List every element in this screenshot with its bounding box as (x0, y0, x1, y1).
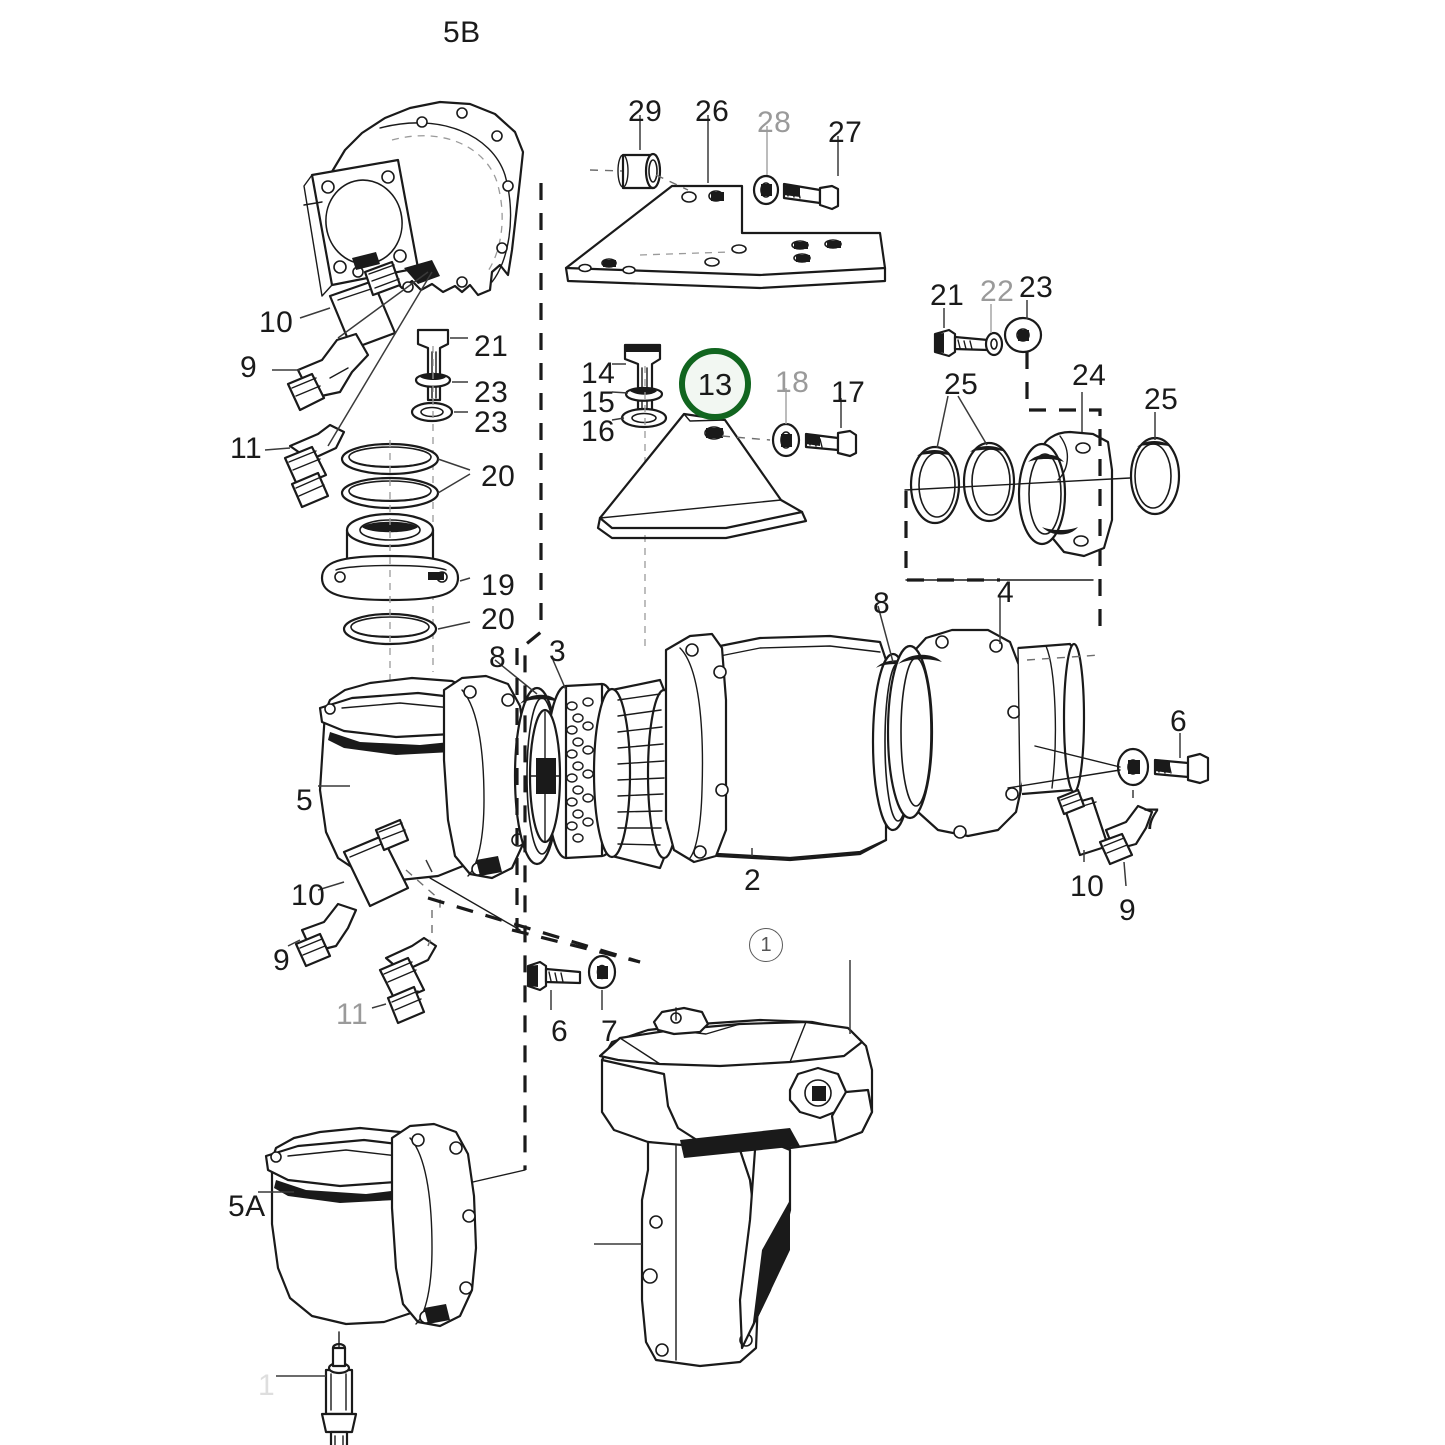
part-5-left-housing (318, 674, 530, 882)
part-27-bolt-top (782, 182, 840, 211)
part-16-washer-center (620, 407, 668, 429)
callout-9-lower: 9 (273, 944, 291, 977)
callout-19: 19 (481, 569, 516, 602)
callout-21-right: 21 (930, 279, 965, 312)
callout-17: 17 (831, 376, 866, 409)
callout-11-lower: 11 (336, 998, 369, 1031)
callout-6-bottom: 6 (551, 1015, 569, 1048)
part-13-triangular-bracket (596, 412, 808, 540)
highlight-badge-number: 13 (697, 366, 733, 402)
callout-10-upper: 10 (259, 306, 294, 339)
callout-16: 16 (581, 415, 616, 448)
callout-11-upper: 11 (230, 432, 263, 465)
part-5a-lower-housing (264, 1122, 478, 1328)
callout-4: 4 (997, 576, 1015, 609)
callout-27: 27 (828, 116, 863, 149)
callout-5b: 5B (443, 16, 481, 49)
part-9-right-plug (1098, 804, 1154, 866)
callout-21-left: 21 (474, 330, 509, 363)
callout-5a: 5A (228, 1190, 266, 1223)
callout-7-right: 7 (1143, 803, 1161, 836)
callout-6-right: 6 (1170, 705, 1188, 738)
circled-reference-1: 1 (749, 928, 783, 962)
callout-22: 22 (980, 275, 1015, 308)
part-25-oring-c (1129, 436, 1181, 516)
callout-8-right: 8 (873, 587, 891, 620)
part-25-oring-b (962, 441, 1016, 523)
callout-18: 18 (775, 366, 810, 399)
part-26-bracket-plate (564, 184, 887, 290)
part-7-washer-bottom (587, 954, 617, 990)
part-9-upper-plug (286, 332, 370, 412)
callout-23-right: 23 (1019, 271, 1054, 304)
callout-15: 15 (581, 386, 616, 419)
part-10-lower-sensor (342, 818, 410, 908)
callout-25-left: 25 (944, 368, 979, 401)
highlighted-part-badge-13[interactable]: 13 (679, 348, 751, 420)
callout-23-left-a: 23 (474, 376, 509, 409)
part-17-bolt (804, 429, 858, 458)
callout-8-left: 8 (489, 641, 507, 674)
callout-3: 3 (549, 635, 567, 668)
part-25-oring-a (909, 445, 961, 525)
circled-reference-number: 1 (760, 934, 772, 956)
callout-1-faint: 1 (258, 1369, 276, 1402)
part-18-washer (771, 422, 801, 458)
callout-14: 14 (581, 357, 616, 390)
part-28-washer-top (752, 174, 780, 206)
part-29-bushing (617, 152, 662, 190)
callout-25-right: 25 (1144, 383, 1179, 416)
part-3-spline-bearing-pack (528, 678, 682, 870)
callout-26: 26 (695, 95, 730, 128)
callout-10-right: 10 (1070, 870, 1105, 903)
callout-2: 2 (744, 864, 762, 897)
callout-9-right: 9 (1119, 894, 1137, 927)
callout-24: 24 (1072, 359, 1107, 392)
callout-10-lower: 10 (291, 879, 326, 912)
callout-20-upper: 20 (481, 460, 516, 493)
callout-29: 29 (628, 95, 663, 128)
part-6-bolt-right (1153, 752, 1210, 785)
callout-7-bottom: 7 (601, 1015, 619, 1048)
part-24-bearing-flange (1017, 430, 1114, 558)
callout-28: 28 (757, 106, 792, 139)
part-22-small-washer (984, 331, 1004, 357)
callout-5: 5 (296, 784, 314, 817)
part-11-upper-plug (283, 423, 346, 509)
part-15-washer-center (624, 386, 664, 402)
part-4-right-housing (886, 628, 1086, 839)
part-5b-bell-housing (303, 100, 525, 297)
part-1-mount-bracket (598, 1006, 874, 1368)
part-2-main-housing (664, 632, 888, 864)
part-11-lower-plug (378, 936, 438, 1025)
part-6-bolt-bottom (526, 960, 582, 992)
part-23-washer-b (410, 401, 454, 423)
callout-9-upper: 9 (240, 351, 258, 384)
part-9-lower-plug (294, 902, 358, 968)
callout-20-lower: 20 (481, 603, 516, 636)
part-21-bolt-right (933, 328, 990, 358)
part-bottom-left-plug (320, 1342, 358, 1445)
part-7-washer-right (1116, 747, 1150, 787)
callout-23-left-b: 23 (474, 406, 509, 439)
part-23-washer-right (1003, 316, 1043, 354)
